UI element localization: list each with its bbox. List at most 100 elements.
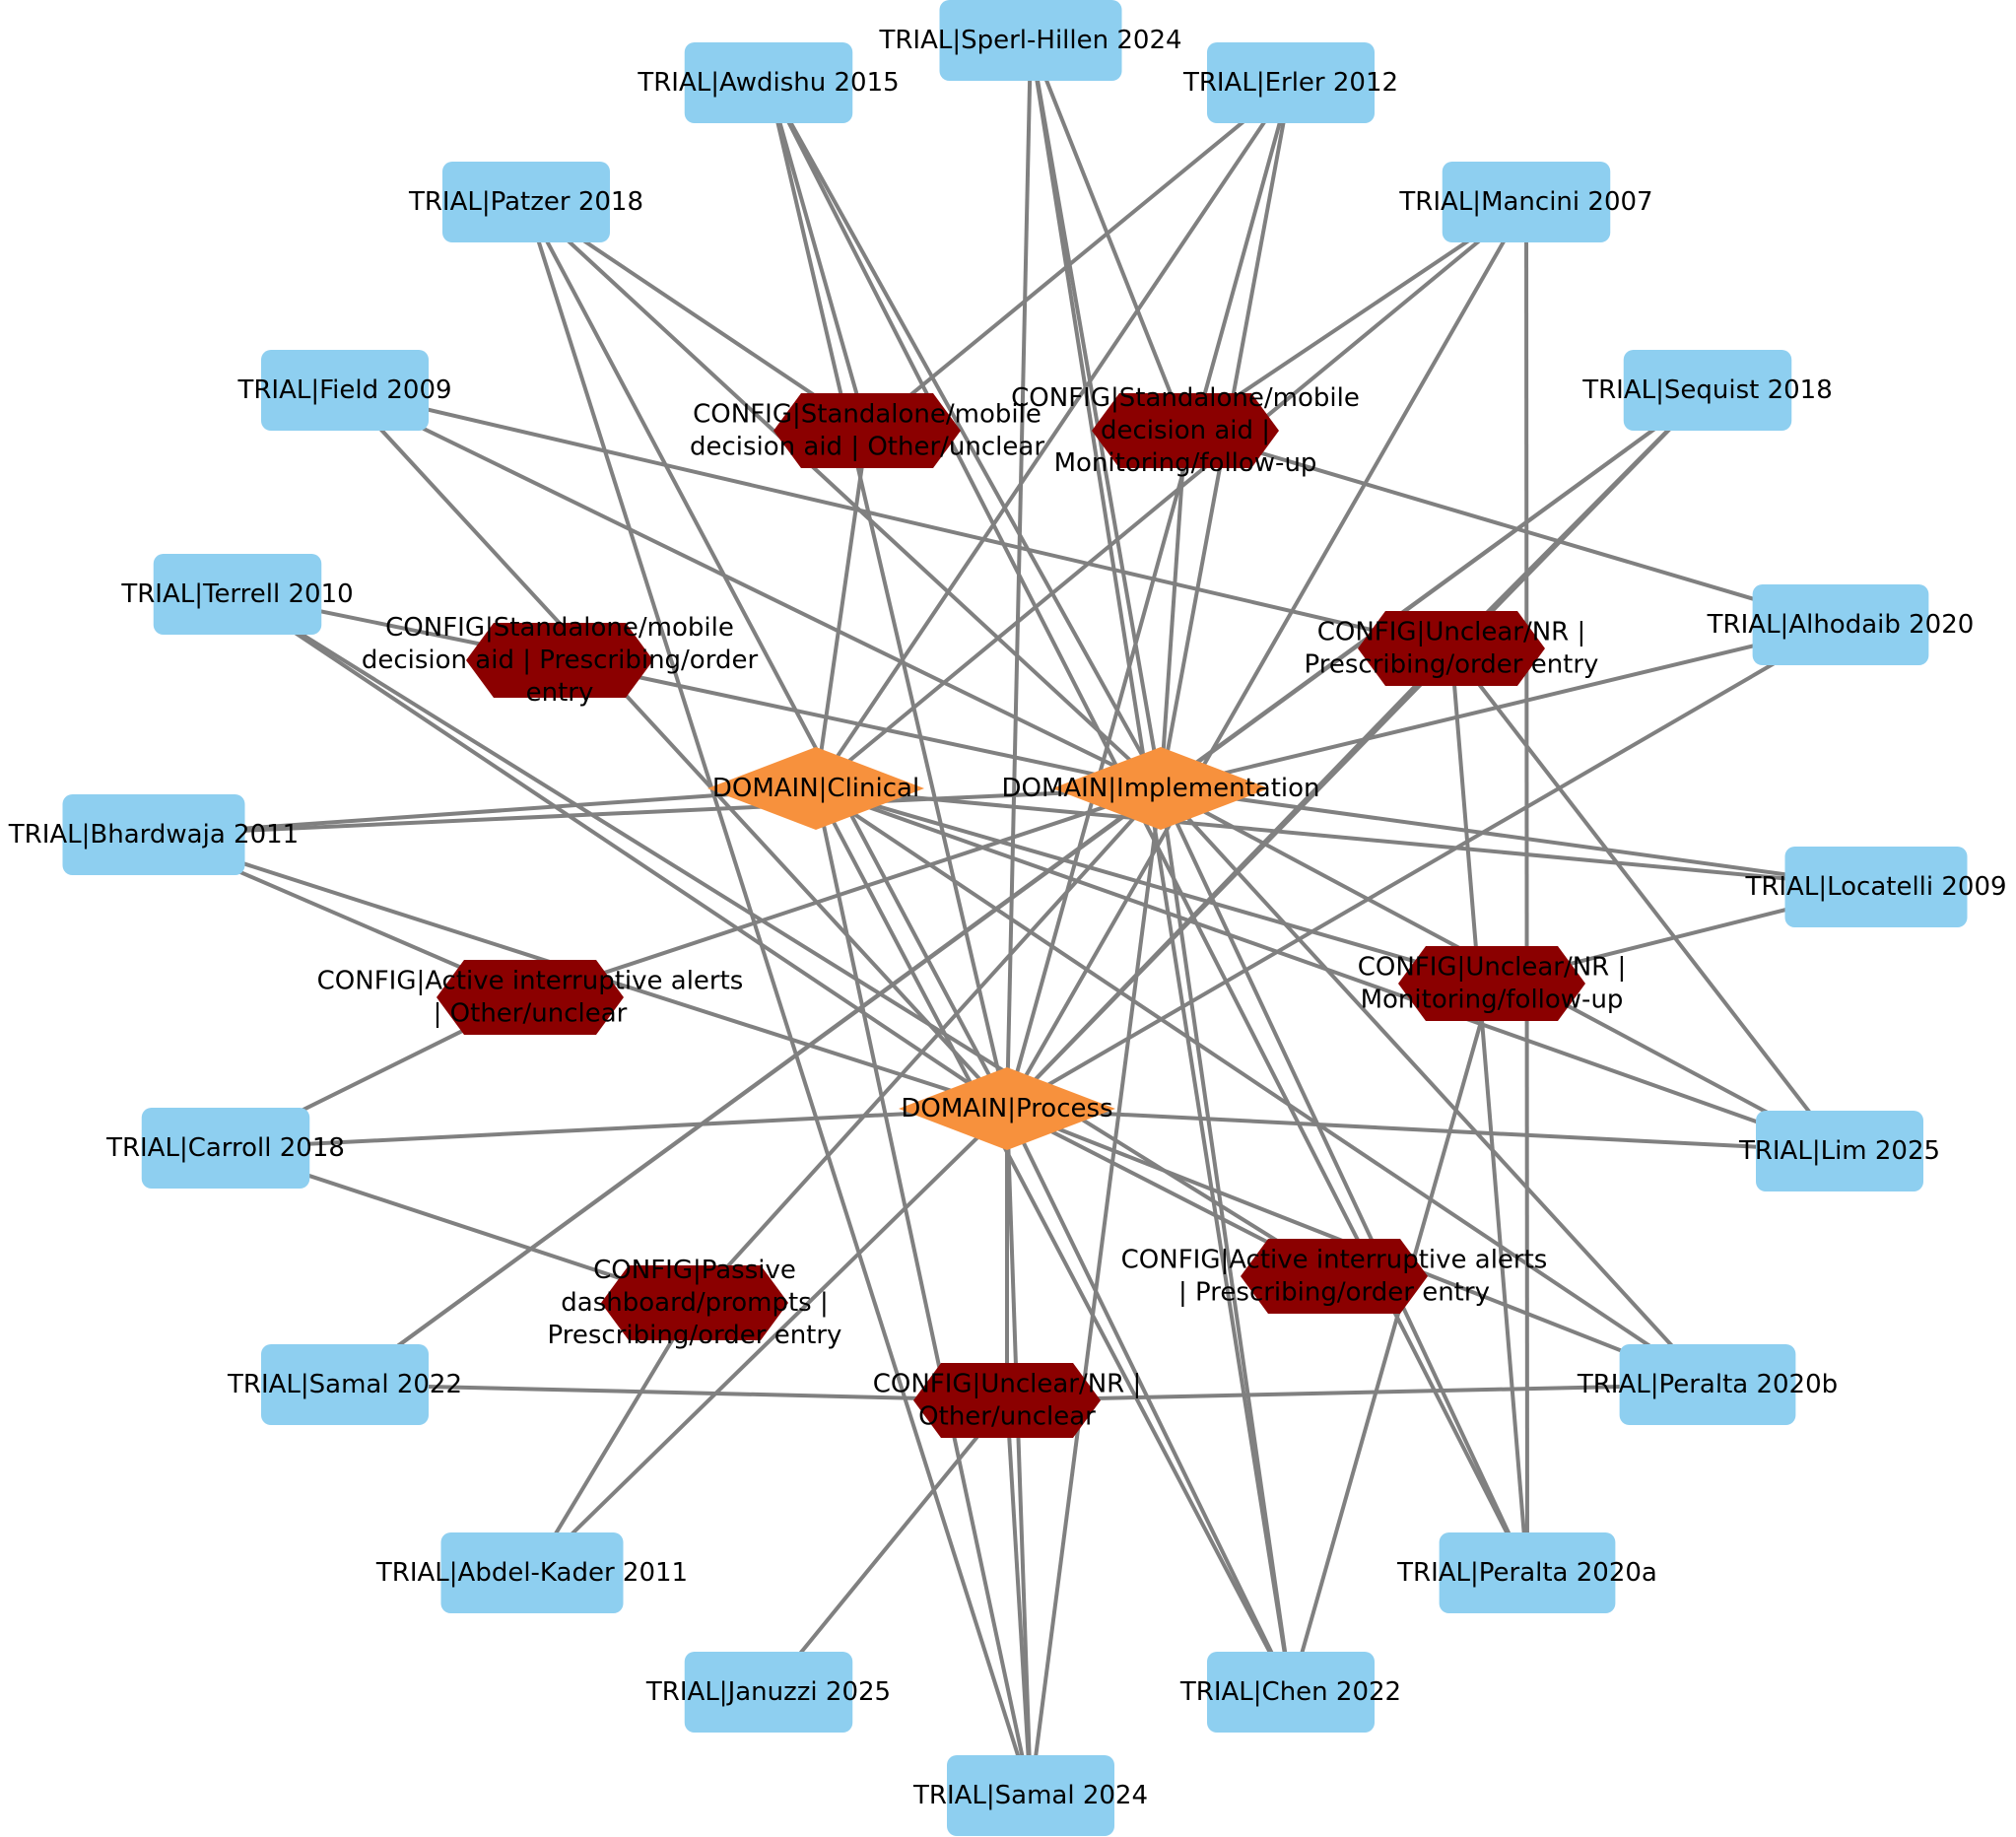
- trial-box: [1442, 162, 1611, 242]
- trial-node-chen[interactable]: TRIAL|Chen 2022: [1179, 1652, 1401, 1733]
- edge-passive_prescribe-implementation: [693, 786, 1163, 1305]
- trial-label: TRIAL|Abdel-Kader 2011: [375, 1558, 688, 1588]
- edge-alhodaib-implementation: [1160, 623, 1842, 790]
- domain-node-implementation[interactable]: DOMAIN|Implementation: [1001, 747, 1320, 830]
- config-label-line-1: CONFIG|Unclear/NR |: [873, 1370, 1142, 1399]
- edge-nr_prescribe-process: [1005, 646, 1453, 1111]
- edge-sperl-implementation: [1029, 39, 1163, 789]
- trial-box: [1756, 1111, 1923, 1191]
- trial-box: [939, 0, 1122, 81]
- trial-node-terrell[interactable]: TRIAL|Terrell 2010: [120, 554, 354, 635]
- trial-label: TRIAL|Samal 2024: [912, 1781, 1148, 1810]
- edge-awdishu-sa_other: [767, 82, 869, 432]
- edge-chen-implementation: [1159, 787, 1293, 1693]
- config-hexagon: [773, 393, 961, 468]
- config-node-nr_monitor[interactable]: CONFIG|Unclear/NR |Monitoring/follow-up: [1358, 946, 1627, 1021]
- edge-patzer-implementation: [524, 200, 1163, 790]
- edge-terrell-alert_prescribe: [235, 592, 1336, 1278]
- trial-node-samal2022[interactable]: TRIAL|Samal 2022: [227, 1344, 462, 1425]
- trial-node-patzer[interactable]: TRIAL|Patzer 2018: [408, 162, 643, 242]
- trial-box: [261, 350, 429, 431]
- trial-node-samal2024[interactable]: TRIAL|Samal 2024: [912, 1755, 1148, 1836]
- edge-carroll-process: [225, 1107, 1008, 1150]
- edge-sperl-chen: [1029, 39, 1293, 1693]
- trial-node-januzzi[interactable]: TRIAL|Januzzi 2025: [645, 1652, 891, 1733]
- domain-label: DOMAIN|Clinical: [712, 774, 919, 803]
- config-label-line-2: | Prescribing/order entry: [1178, 1278, 1490, 1308]
- edge-chen-nr_monitor: [1289, 983, 1494, 1693]
- config-label-line-1: CONFIG|Unclear/NR |: [1317, 618, 1586, 647]
- config-hexagon: [1358, 611, 1545, 686]
- trial-node-locatelli[interactable]: TRIAL|Locatelli 2009: [1744, 847, 2007, 927]
- trial-box: [1784, 847, 1968, 927]
- trial-node-peraltab[interactable]: TRIAL|Peralta 2020b: [1577, 1344, 1838, 1425]
- trial-label: TRIAL|Lim 2025: [1738, 1136, 1940, 1166]
- edge-nr_monitor-clinical: [815, 786, 1493, 986]
- config-node-alert_prescribe[interactable]: CONFIG|Active interruptive alerts| Presc…: [1121, 1239, 1548, 1314]
- trial-node-erler[interactable]: TRIAL|Erler 2012: [1182, 42, 1398, 123]
- config-hexagon: [1241, 1239, 1428, 1314]
- edge-samal2022-nr_other: [344, 1383, 1008, 1402]
- trial-node-field[interactable]: TRIAL|Field 2009: [236, 350, 452, 431]
- trial-node-abdel[interactable]: TRIAL|Abdel-Kader 2011: [375, 1532, 688, 1613]
- config-label-line-1: CONFIG|Standalone/mobile: [1011, 383, 1360, 413]
- edge-mancini-peraltaa: [1524, 201, 1529, 1574]
- edge-abdel-passive_prescribe: [530, 1301, 697, 1575]
- trial-node-mancini[interactable]: TRIAL|Mancini 2007: [1398, 162, 1653, 242]
- edge-field-process: [343, 388, 1009, 1111]
- trial-label: TRIAL|Sequist 2018: [1581, 375, 1833, 405]
- edge-samal2024-nr_other: [1005, 1399, 1033, 1797]
- edge-sa_prescribe-implementation: [559, 658, 1162, 790]
- trial-node-peraltaa[interactable]: TRIAL|Peralta 2020a: [1396, 1532, 1657, 1613]
- trial-node-awdishu[interactable]: TRIAL|Awdishu 2015: [637, 42, 900, 123]
- trial-node-alhodaib[interactable]: TRIAL|Alhodaib 2020: [1707, 584, 1975, 665]
- config-hexagon: [466, 623, 653, 698]
- trial-label: TRIAL|Awdishu 2015: [637, 68, 899, 98]
- edge-abdel-process: [530, 1107, 1009, 1575]
- config-hexagon: [913, 1363, 1101, 1438]
- edge-peraltab-clinical: [814, 786, 1710, 1387]
- edge-lim-process: [1006, 1107, 1841, 1153]
- domain-node-process[interactable]: DOMAIN|Process: [899, 1067, 1115, 1150]
- trial-box: [1439, 1532, 1616, 1613]
- edge-bhardwaja-implementation: [153, 786, 1162, 837]
- edge-sperl-sa_monitor: [1029, 39, 1187, 432]
- domain-node-clinical[interactable]: DOMAIN|Clinical: [707, 747, 924, 830]
- config-node-nr_other[interactable]: CONFIG|Unclear/NR |Other/unclear: [873, 1363, 1142, 1438]
- config-label-line-3: Monitoring/follow-up: [1054, 448, 1317, 478]
- config-label-line-1: CONFIG|Standalone/mobile: [693, 400, 1042, 430]
- domain-diamond: [707, 747, 924, 830]
- domain-label: DOMAIN|Process: [901, 1094, 1112, 1123]
- trial-label: TRIAL|Mancini 2007: [1398, 187, 1652, 217]
- config-node-nr_prescribe[interactable]: CONFIG|Unclear/NR |Prescribing/order ent…: [1305, 611, 1599, 686]
- trial-box: [1207, 42, 1375, 123]
- trial-label: TRIAL|Peralta 2020b: [1577, 1370, 1838, 1399]
- edge-mancini-process: [1005, 201, 1528, 1110]
- edge-bhardwaja-clinical: [153, 786, 817, 837]
- trial-label: TRIAL|Carroll 2018: [105, 1133, 345, 1163]
- trial-label: TRIAL|Locatelli 2009: [1744, 872, 2006, 902]
- domain-diamond: [1052, 747, 1269, 830]
- trial-node-bhardwaja[interactable]: TRIAL|Bhardwaja 2011: [8, 794, 299, 875]
- config-label-line-2: dashboard/prompts |: [561, 1288, 828, 1318]
- edge-peraltab-implementation: [1159, 786, 1710, 1387]
- trial-node-lim[interactable]: TRIAL|Lim 2025: [1738, 1111, 1940, 1191]
- domain-diamond: [899, 1067, 1115, 1150]
- trial-box: [62, 794, 245, 875]
- edge-locatelli-clinical: [815, 786, 1877, 889]
- config-hexagon: [601, 1265, 788, 1340]
- config-label-line-1: CONFIG|Active interruptive alerts: [317, 967, 744, 996]
- trial-node-sperl[interactable]: TRIAL|Sperl-Hillen 2024: [878, 0, 1182, 81]
- trial-node-sequist[interactable]: TRIAL|Sequist 2018: [1581, 350, 1833, 431]
- edge-januzzi-nr_other: [767, 1398, 1009, 1694]
- edge-erler-sa_other: [865, 81, 1293, 433]
- config-node-alert_other[interactable]: CONFIG|Active interruptive alerts| Other…: [317, 960, 744, 1035]
- trial-node-carroll[interactable]: TRIAL|Carroll 2018: [105, 1108, 345, 1189]
- edge-erler-process: [1005, 82, 1293, 1110]
- edge-field-implementation: [344, 388, 1162, 790]
- edge-layer: [153, 39, 1877, 1797]
